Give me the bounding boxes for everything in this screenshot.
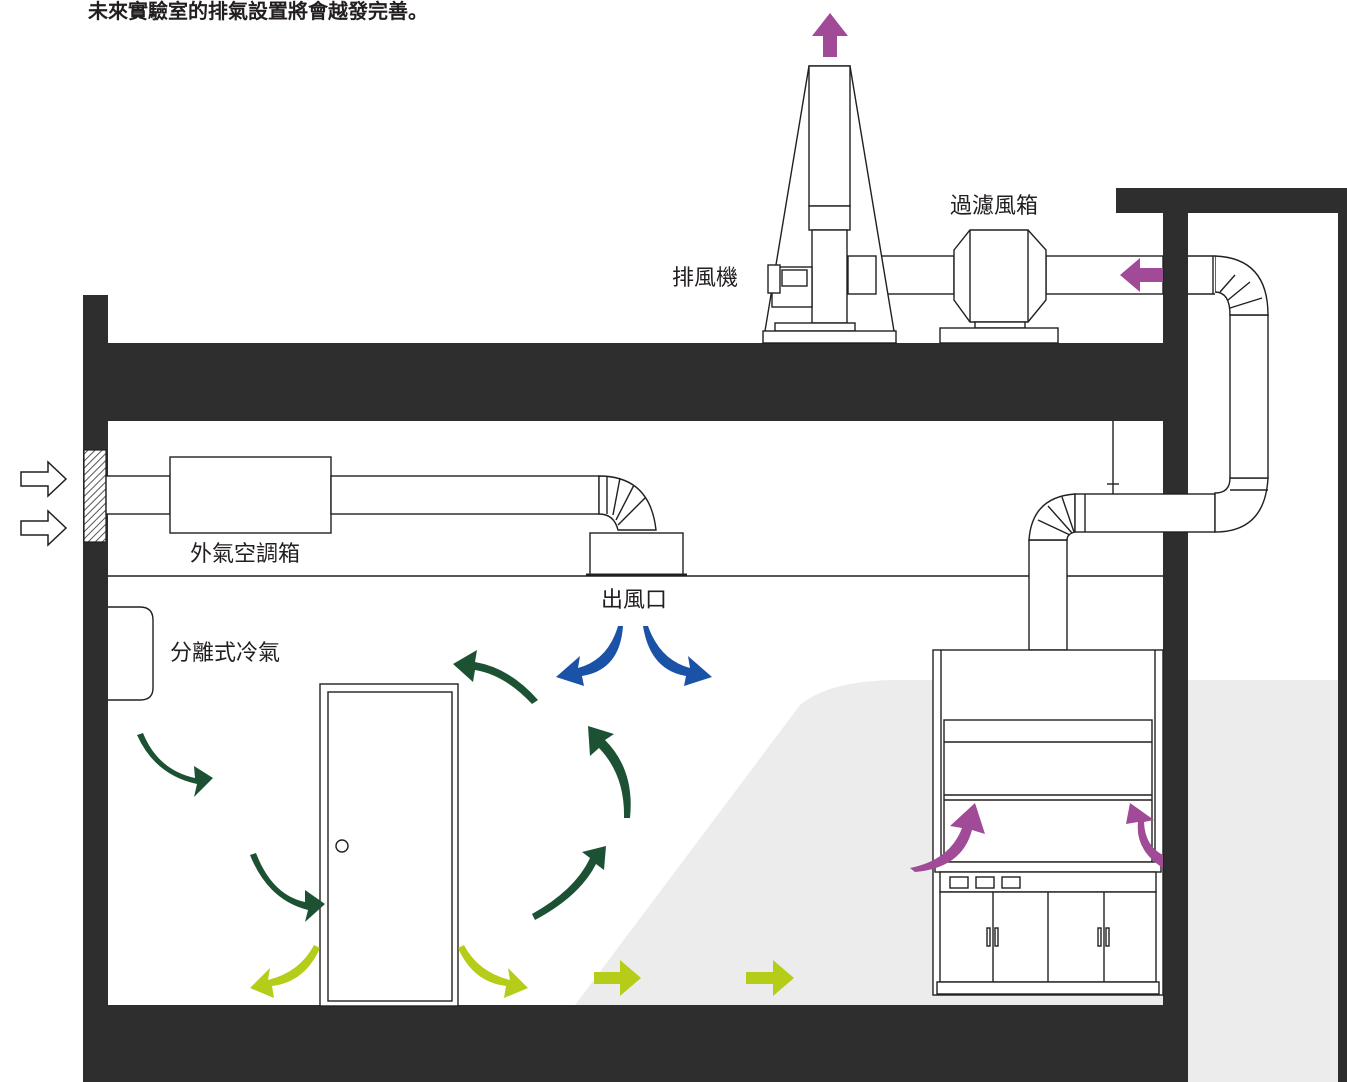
filter-box xyxy=(953,229,1047,323)
fresh-air-duct xyxy=(105,456,687,577)
door xyxy=(319,683,459,1007)
building-structure xyxy=(83,188,1347,1082)
intake-louver xyxy=(83,449,107,543)
flow-arrow-icon xyxy=(250,945,794,998)
intake-arrow-icon xyxy=(20,460,68,547)
flow-arrow-icon xyxy=(137,650,631,922)
flow-arrow-icon xyxy=(556,626,712,686)
caption: 未來實驗室的排氣設置將會越發完善。 xyxy=(88,0,428,23)
split-ac xyxy=(108,606,154,701)
filter-box-label: 過濾風箱 xyxy=(950,194,1039,219)
exhaust-arrow-icon xyxy=(812,13,1163,872)
fresh-air-unit-label: 外氣空調箱 xyxy=(190,542,301,567)
rooftop-duct xyxy=(875,229,1164,344)
fresh-air-unit xyxy=(169,456,332,534)
air-outlet-label: 出風口 xyxy=(601,588,668,613)
exhaust-duct xyxy=(1028,255,1269,651)
air-outlet xyxy=(589,532,684,576)
split-ac-label: 分離式冷氣 xyxy=(170,641,281,666)
exhaust-fan xyxy=(762,65,897,344)
exhaust-fan-label: 排風機 xyxy=(672,266,739,291)
